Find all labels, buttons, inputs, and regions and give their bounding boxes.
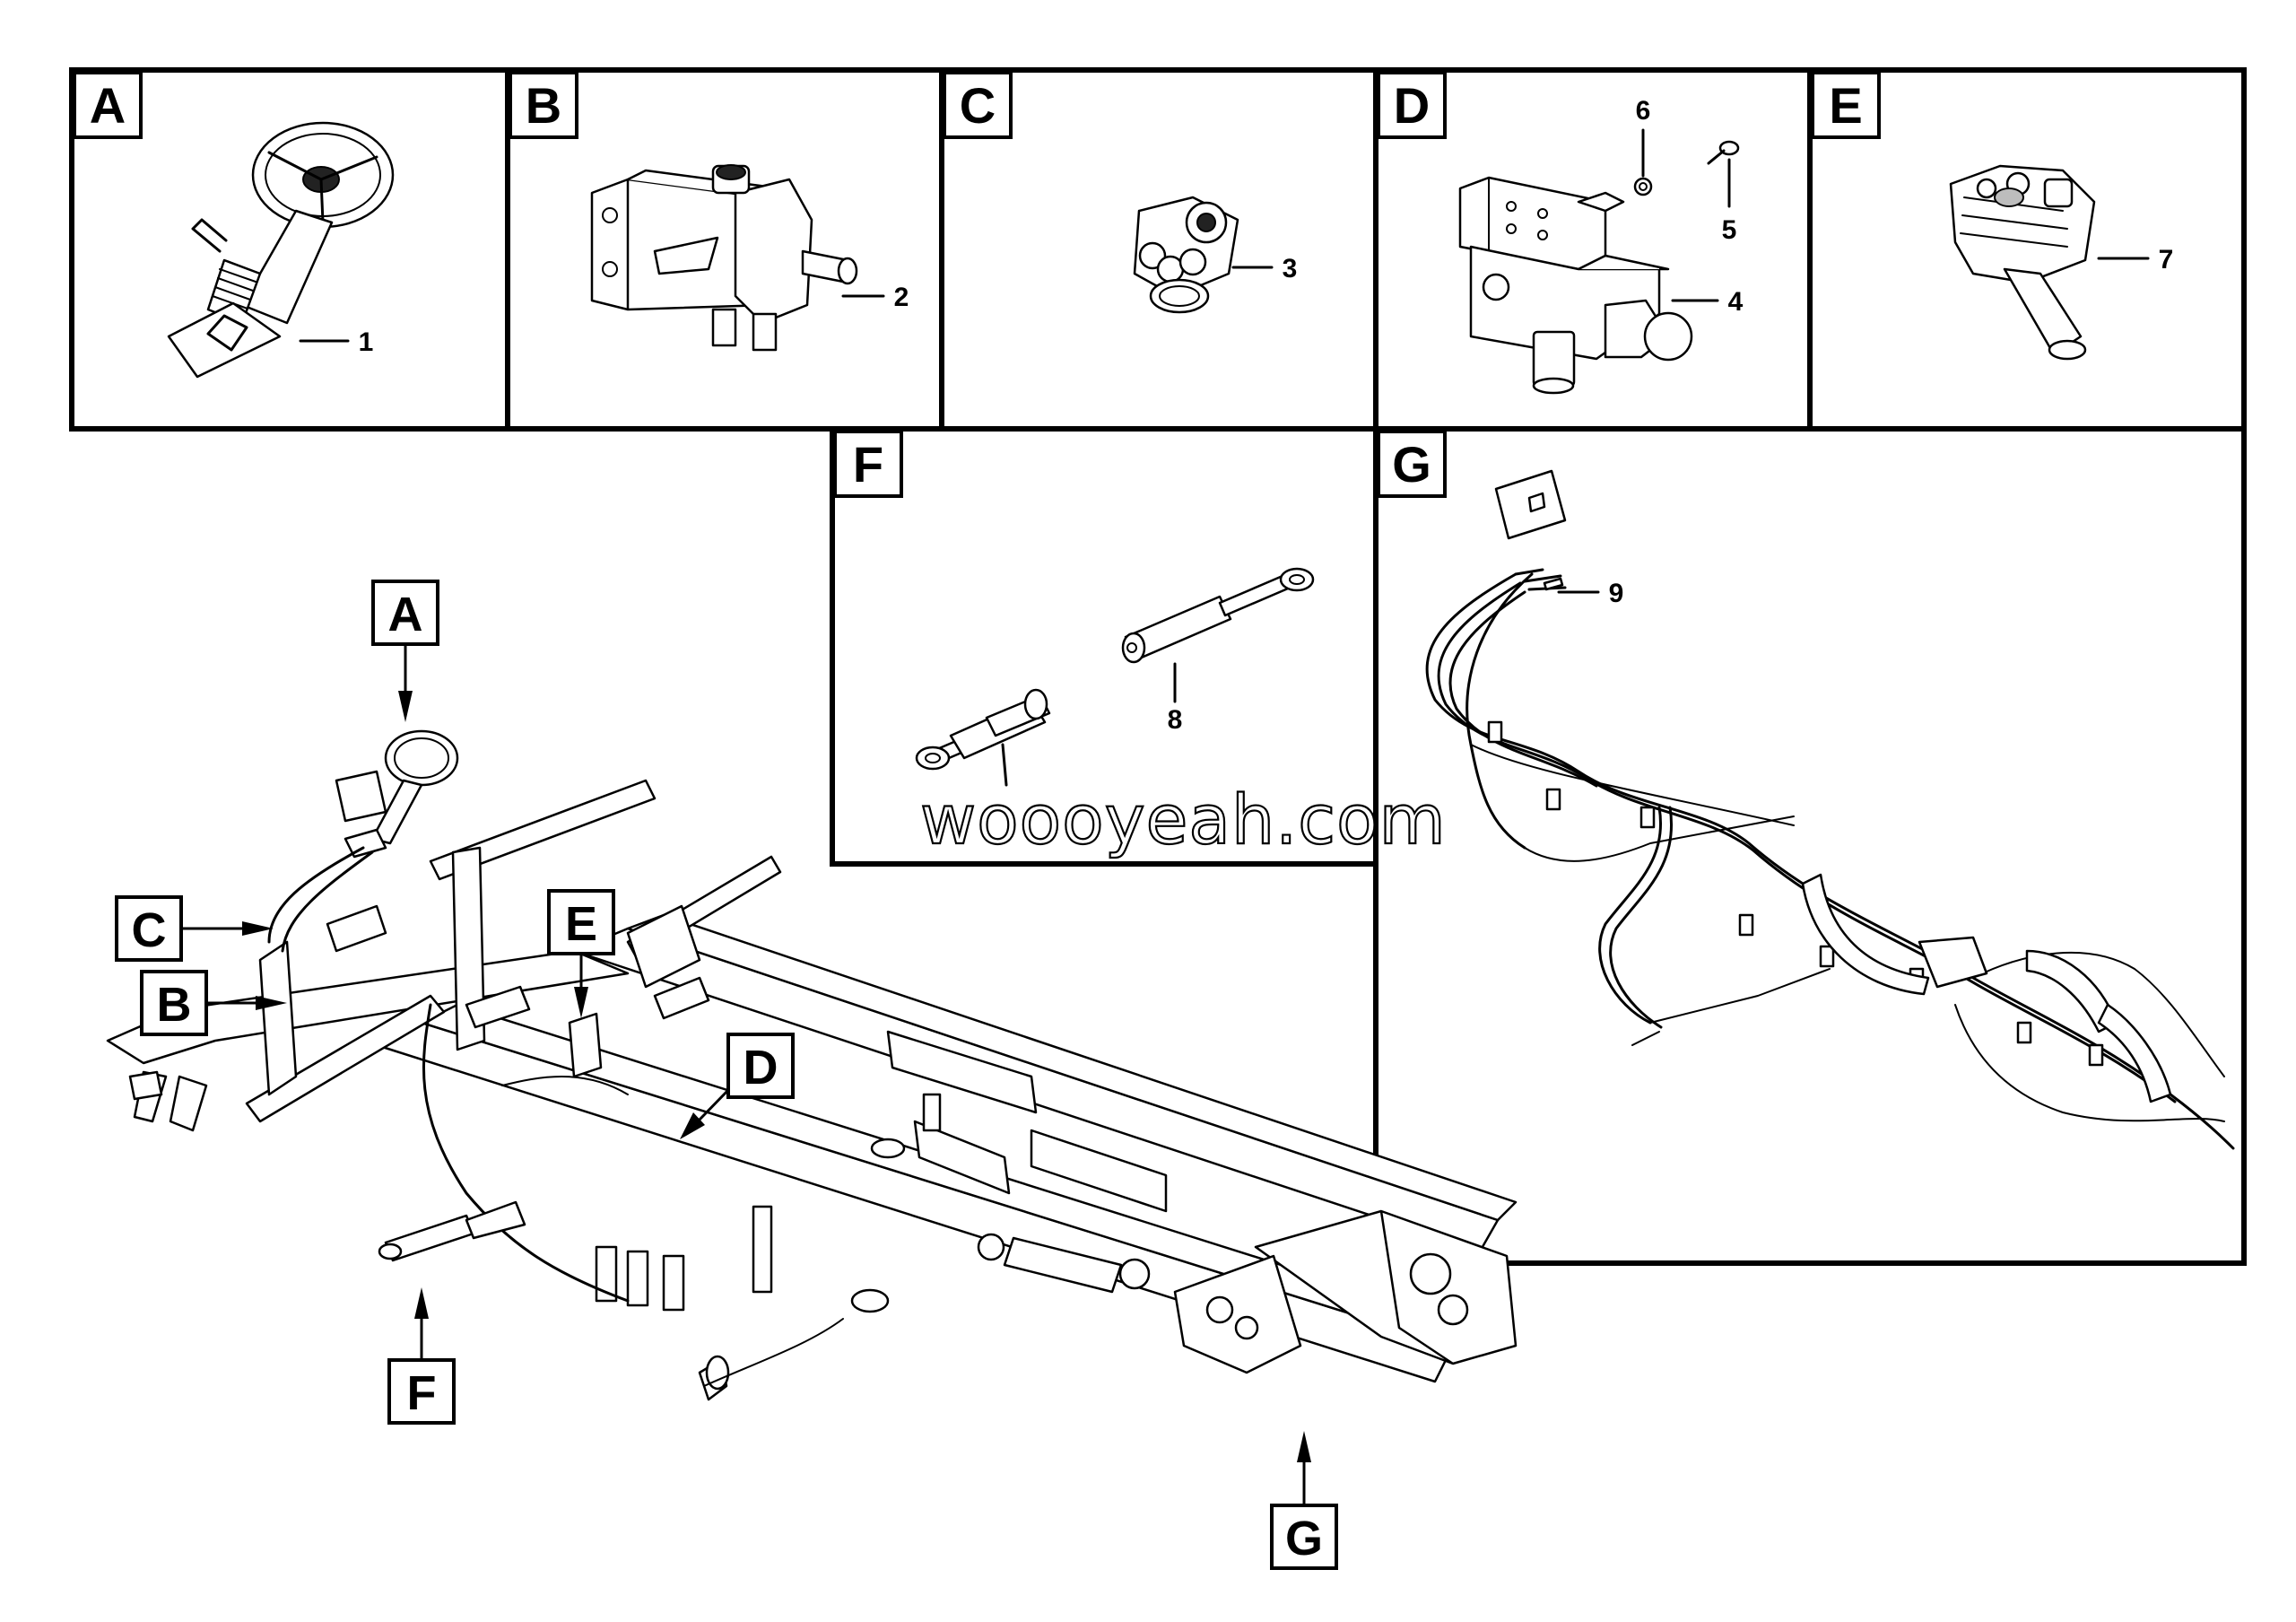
callout-2: 2 — [894, 283, 909, 312]
arrow-icon — [398, 691, 413, 722]
main-tag-d: D — [680, 1033, 795, 1139]
panel-b: B 2 — [505, 67, 944, 432]
callout-6: 6 — [1636, 96, 1651, 126]
fasteners-illustration — [1633, 140, 1740, 196]
panel-g: G — [1373, 426, 2247, 1266]
svg-text:A: A — [388, 588, 423, 641]
main-tag-f: F — [387, 1287, 456, 1425]
main-tag-e: E — [547, 889, 615, 1018]
callout-4: 4 — [1728, 287, 1744, 317]
watermark: woooyeah.com — [920, 780, 1447, 859]
arrow-icon — [1297, 1431, 1311, 1462]
main-tag-a: A — [371, 580, 439, 722]
panel-g-letter: G — [1392, 436, 1431, 493]
svg-text:F: F — [407, 1366, 437, 1420]
main-tag-g: G — [1270, 1431, 1338, 1570]
main-tag-b: B — [140, 970, 287, 1036]
panel-c: C 3 — [939, 67, 1378, 432]
panel-e: E 7 — [1807, 67, 2247, 432]
svg-text:B: B — [157, 978, 192, 1032]
arrow-icon — [680, 1112, 705, 1139]
hose-harness-illustration — [1425, 469, 2235, 1150]
main-tag-c: C — [115, 895, 274, 962]
steering-cylinder-upper-illustration — [1121, 567, 1315, 664]
steering-column-illustration — [167, 121, 395, 379]
panel-d: D 6 5 4 — [1373, 67, 1813, 432]
svg-text:C: C — [132, 903, 167, 957]
svg-text:E: E — [565, 897, 597, 951]
arrow-icon — [242, 921, 274, 936]
svg-text:G: G — [1285, 1512, 1323, 1565]
callout-9: 9 — [1609, 579, 1624, 608]
panel-c-letter: C — [960, 77, 996, 134]
panel-e-letter: E — [1829, 77, 1862, 134]
panel-f-letter: F — [853, 436, 883, 493]
panel-d-letter: D — [1394, 77, 1430, 134]
callout-8: 8 — [1168, 705, 1183, 735]
callout-7: 7 — [2159, 245, 2174, 275]
panel-a-letter: A — [90, 77, 126, 134]
steering-cylinder-lower-illustration — [915, 688, 1051, 771]
callout-1: 1 — [359, 327, 374, 357]
callout-5: 5 — [1722, 215, 1737, 245]
steering-unit-illustration — [1133, 196, 1239, 314]
arrow-icon — [574, 987, 588, 1018]
svg-text:D: D — [744, 1041, 778, 1094]
steering-valve-bracket-illustration — [590, 164, 858, 352]
chassis-overview-illustration — [106, 729, 1518, 1401]
panel-a: A 1 — [69, 67, 510, 432]
priority-valve-illustration — [1458, 176, 1693, 395]
arrow-icon — [414, 1287, 429, 1319]
panel-f: F 8 — [830, 426, 1378, 867]
arrow-icon — [256, 996, 287, 1010]
callout-3: 3 — [1283, 254, 1298, 283]
panel-b-letter: B — [526, 77, 561, 134]
pump-illustration — [1949, 164, 2096, 361]
